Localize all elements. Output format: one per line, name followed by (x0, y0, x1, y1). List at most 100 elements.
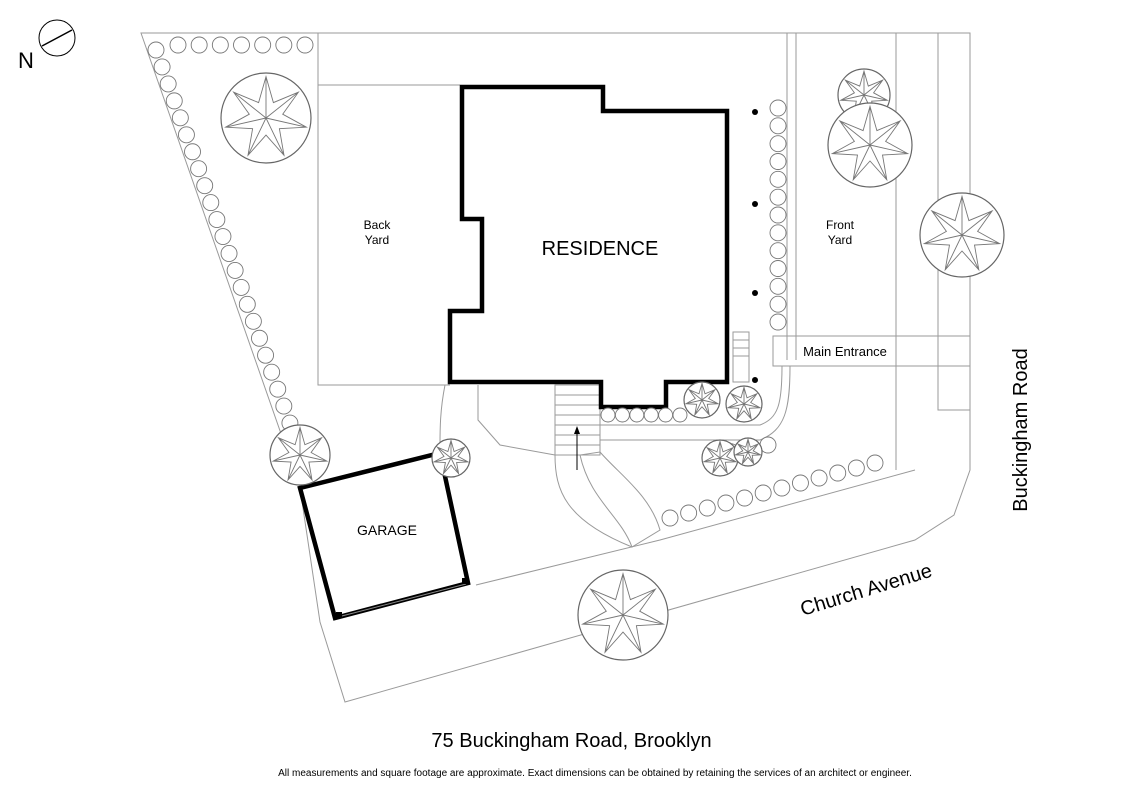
shrub (829, 464, 847, 482)
shrub (269, 380, 287, 398)
shrub (680, 504, 698, 522)
north-arrow: N (18, 19, 76, 73)
shrub (629, 407, 645, 423)
shrub (672, 407, 688, 423)
property-address-title: 75 Buckingham Road, Brooklyn (431, 730, 712, 752)
tree-icon (725, 385, 763, 423)
shrub (232, 278, 250, 296)
tree-icon (431, 438, 471, 478)
shrub (769, 206, 787, 224)
shrub (769, 135, 787, 153)
front-steps (554, 384, 601, 470)
side-steps (732, 331, 750, 383)
shrub (257, 346, 275, 364)
back-yard-label-2: Yard (365, 233, 389, 247)
shrub (190, 160, 208, 178)
sidewalk-line (937, 33, 970, 411)
back-yard-boundary (317, 84, 460, 385)
shrub (263, 363, 281, 381)
tree-icon (919, 192, 1005, 278)
tree-icon (577, 569, 669, 661)
north-label: N (18, 48, 34, 73)
shrub (233, 36, 250, 54)
shrub (153, 58, 171, 76)
tree-icon (827, 102, 913, 188)
front-walk (599, 365, 791, 441)
shrub (769, 313, 787, 331)
shrub (792, 474, 809, 492)
shrub (147, 41, 165, 59)
shrub (226, 261, 244, 279)
shrub (658, 407, 674, 423)
shrub (196, 177, 214, 195)
tree-icon (733, 437, 763, 467)
shrub (171, 109, 189, 127)
front-walk-inner (600, 365, 783, 426)
shrub (220, 245, 238, 262)
shrub (773, 479, 791, 497)
shrub (769, 260, 787, 277)
shrub (254, 36, 272, 54)
shrub (769, 188, 787, 206)
shrub (736, 489, 753, 507)
shrub (296, 36, 314, 54)
shrub (184, 143, 201, 161)
shrub (214, 228, 232, 245)
back-yard-label-1: Back (364, 218, 392, 232)
main-entrance-walk (772, 335, 971, 367)
shrub (238, 295, 256, 313)
shrub (159, 75, 177, 93)
shrub (769, 153, 787, 170)
shrub (275, 36, 293, 54)
main-entrance-label: Main Entrance (803, 344, 887, 359)
shrub (769, 117, 787, 135)
front-yard-label-1: Front (826, 218, 855, 232)
shrub (769, 295, 787, 313)
shrub (717, 494, 735, 512)
shrub (251, 329, 268, 347)
lot-boundary (140, 32, 971, 703)
buckingham-road-label: Buckingham Road (1010, 348, 1032, 511)
porch-walk (477, 385, 556, 456)
church-street-curb (475, 469, 916, 586)
shrub (847, 459, 865, 477)
shrub (244, 312, 262, 330)
side-walk-curve (439, 384, 633, 548)
shrub (169, 36, 187, 54)
shrub (698, 499, 716, 517)
garage-label: GARAGE (357, 522, 417, 538)
residence-outline (447, 84, 730, 410)
shrub (661, 509, 679, 527)
shrub (769, 224, 787, 242)
garden-path (317, 33, 460, 386)
shrub (208, 211, 226, 229)
shrub (190, 36, 208, 54)
shrub (600, 407, 616, 423)
shrub (275, 397, 293, 415)
shrub (202, 194, 220, 212)
shrub (866, 454, 884, 472)
shrub (643, 407, 659, 423)
tree-icon (220, 72, 312, 164)
shrub (769, 242, 787, 260)
residence-label: RESIDENCE (542, 238, 659, 260)
church-avenue-label: Church Avenue (798, 560, 935, 621)
shrub (769, 277, 787, 295)
shrub (211, 36, 229, 54)
garage-door (337, 583, 467, 618)
shrub (754, 484, 772, 502)
shrub (165, 92, 183, 110)
tree-icon (269, 424, 331, 486)
tree-icon (683, 381, 721, 419)
shrub (177, 126, 195, 144)
shrub (769, 170, 787, 188)
fence-posts (752, 109, 758, 383)
tree-icon (701, 439, 739, 477)
front-yard-label-2: Yard (828, 233, 852, 247)
shrub (810, 469, 828, 487)
shrub (769, 99, 787, 117)
trees (220, 68, 1005, 661)
driveway (579, 451, 661, 548)
shrub (614, 407, 630, 423)
